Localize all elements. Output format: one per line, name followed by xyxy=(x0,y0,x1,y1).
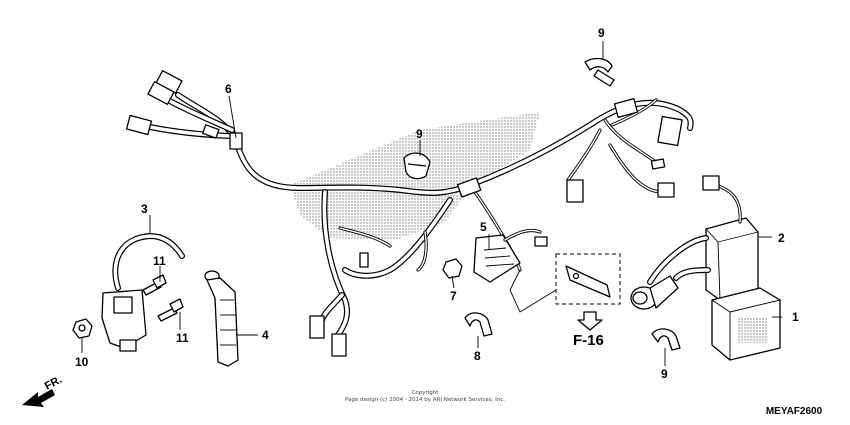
regulator-rectifier xyxy=(473,228,542,283)
callout-6: 6 xyxy=(225,82,232,96)
spark-plug-cap xyxy=(204,270,239,367)
nut xyxy=(72,318,93,339)
callout-4: 4 xyxy=(262,328,269,342)
callout-7: 7 xyxy=(450,289,457,303)
callout-10: 10 xyxy=(75,355,89,369)
bracket-detail xyxy=(509,253,621,313)
reference-arrow xyxy=(577,311,603,331)
reference-f16: F-16 xyxy=(573,332,604,349)
leader-lines xyxy=(81,41,782,366)
harness-connectors xyxy=(125,70,683,357)
callout-11-lower: 11 xyxy=(176,331,189,345)
front-direction-arrow xyxy=(22,389,55,407)
callout-11-upper: 11 xyxy=(153,254,166,268)
diagram-code: MEYAF2600 xyxy=(766,406,823,417)
callout-5: 5 xyxy=(480,220,487,234)
callout-9-bottom: 9 xyxy=(661,367,668,381)
wire-harness xyxy=(147,92,694,338)
callout-9-mid: 9 xyxy=(416,127,423,141)
front-direction-label: FR. xyxy=(43,374,64,393)
callout-3: 3 xyxy=(141,202,148,216)
callout-8: 8 xyxy=(474,349,481,363)
footer-copyright: Copyright xyxy=(412,390,440,396)
ignition-coil xyxy=(101,233,185,352)
bolts xyxy=(142,274,184,322)
cdi-unit xyxy=(630,175,759,310)
callout-9-top: 9 xyxy=(598,26,605,40)
callout-2: 2 xyxy=(778,231,785,245)
footer-design-credit: Page design (c) 2004 - 2014 by ARI Netwo… xyxy=(345,397,505,403)
clamps xyxy=(403,57,681,351)
cdi-rubber-cover xyxy=(711,287,781,361)
callout-1: 1 xyxy=(792,310,799,324)
